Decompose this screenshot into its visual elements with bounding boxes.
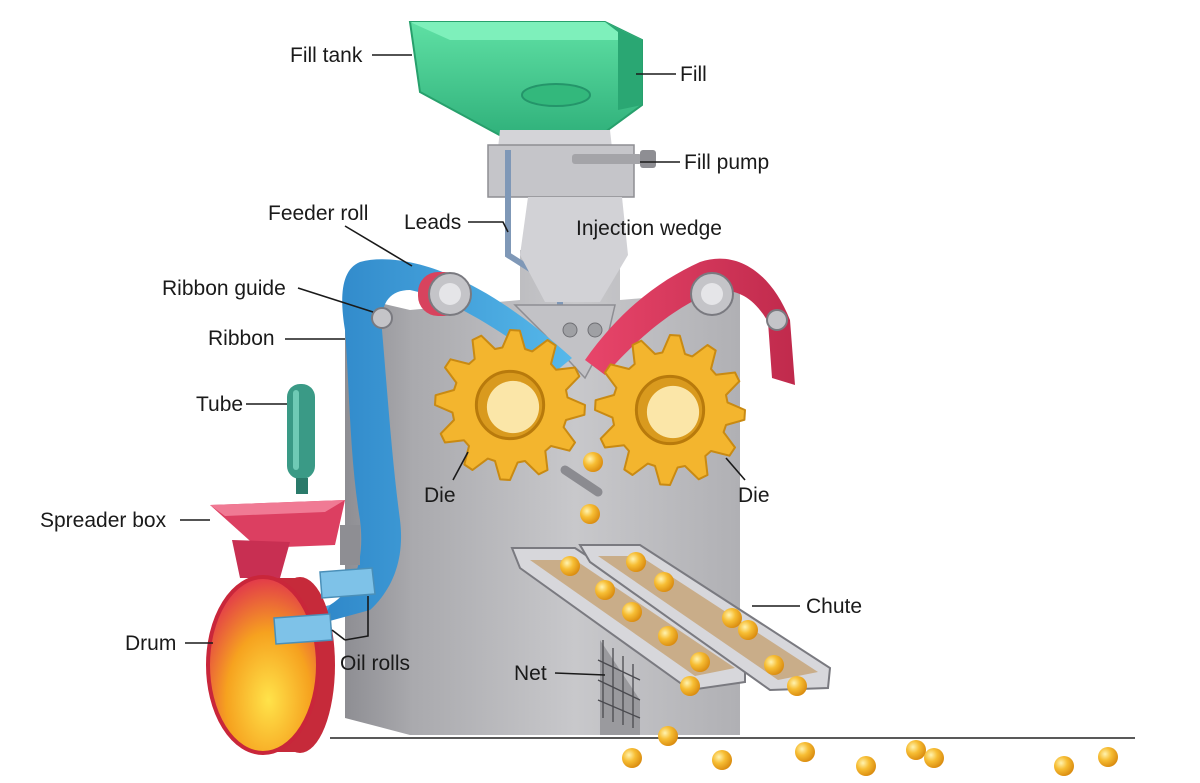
capsule: [560, 556, 580, 576]
label-ribbon-guide: Ribbon guide: [162, 277, 286, 300]
label-oil-rolls: Oil rolls: [340, 652, 410, 675]
label-die-right: Die: [738, 484, 770, 507]
capsule: [658, 726, 678, 746]
capsule: [1098, 747, 1118, 767]
capsule: [764, 655, 784, 675]
capsule: [856, 756, 876, 776]
label-ribbon: Ribbon: [208, 327, 275, 350]
capsule: [924, 748, 944, 768]
capsule: [787, 676, 807, 696]
capsule: [795, 742, 815, 762]
tube: [287, 384, 315, 494]
labels: Fill tank Fill Fill pump Feeder roll Lea…: [40, 44, 862, 685]
label-fill-pump: Fill pump: [684, 151, 769, 174]
capsule: [690, 652, 710, 672]
capsule: [654, 572, 674, 592]
fill-pump: [487, 130, 656, 198]
ribbon-guide-roller: [371, 307, 393, 329]
capsule: [658, 626, 678, 646]
capsules-falling: [580, 452, 603, 524]
oil-rolls: [273, 567, 376, 645]
ribbon-right: [585, 258, 795, 385]
drum: [206, 575, 335, 755]
label-chute: Chute: [806, 595, 862, 618]
capsule: [738, 620, 758, 640]
capsule: [622, 602, 642, 622]
capsules: [560, 552, 1118, 776]
capsule: [712, 750, 732, 770]
spreader-box: [210, 500, 360, 578]
label-die-left: Die: [424, 484, 456, 507]
label-net: Net: [514, 662, 547, 685]
injection-wedge: [513, 197, 628, 380]
label-spreader-box: Spreader box: [40, 509, 167, 532]
fill-tank: [408, 21, 643, 139]
dies: [434, 329, 746, 486]
label-fill-tank: Fill tank: [290, 44, 363, 67]
feeder-roll: [418, 272, 472, 316]
label-feeder-roll: Feeder roll: [268, 202, 368, 225]
capsule: [722, 608, 742, 628]
capsule: [1054, 756, 1074, 776]
die-shaft: [560, 465, 603, 497]
leader-lines: [180, 54, 800, 676]
label-leads: Leads: [404, 211, 461, 234]
net: [597, 640, 641, 728]
capsule: [906, 740, 926, 760]
capsule: [595, 580, 615, 600]
label-injection-wedge: Injection wedge: [576, 217, 722, 240]
capsule: [680, 676, 700, 696]
label-tube: Tube: [196, 393, 243, 416]
die-gear-left: [434, 329, 586, 481]
capsule: [626, 552, 646, 572]
capsule: [622, 748, 642, 768]
label-fill: Fill: [680, 63, 707, 86]
die-gear-right: [594, 334, 746, 486]
label-drum: Drum: [125, 632, 176, 655]
